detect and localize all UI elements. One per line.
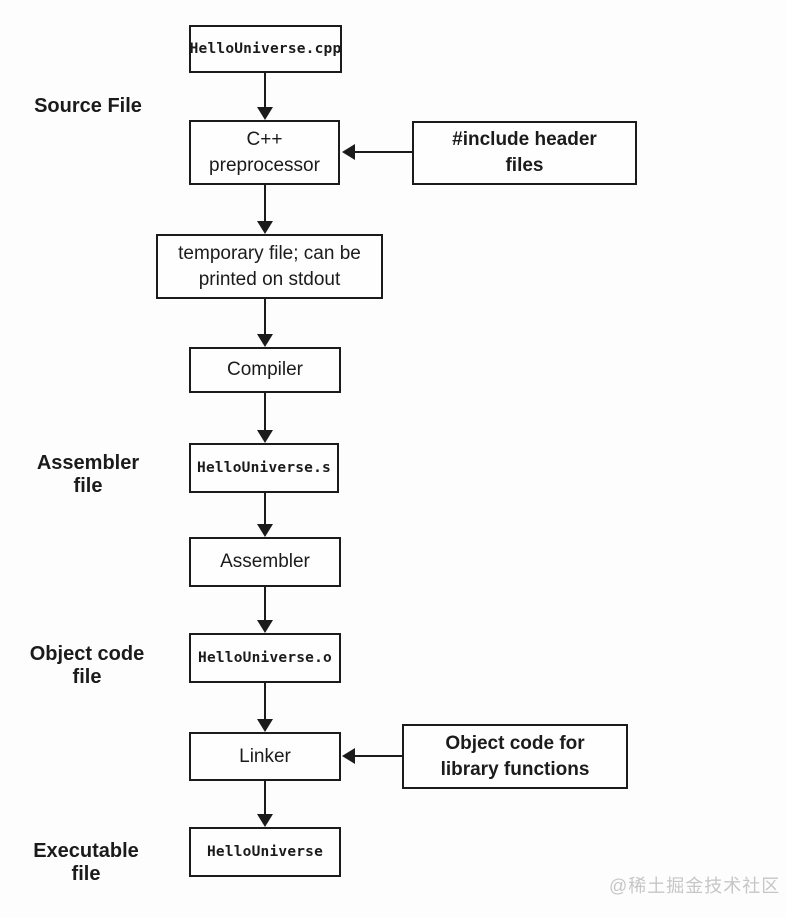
label-assembler-file: Assembler file: [36, 452, 140, 497]
arrow-down-icon: [257, 524, 273, 537]
arrow-libobjects-to-linker: [342, 748, 402, 764]
arrow-down-icon: [257, 430, 273, 443]
arrow-down-icon: [257, 334, 273, 347]
arrow-tempfile-to-compiler: [257, 299, 273, 347]
arrow-stem: [264, 587, 266, 622]
arrow-stem: [264, 683, 266, 721]
arrow-objfile-to-linker: [257, 683, 273, 732]
arrow-asmfile-to-assembler: [257, 493, 273, 537]
arrow-down-icon: [257, 221, 273, 234]
node-assembler-file: HelloUniverse.s: [189, 443, 339, 493]
arrow-down-icon: [257, 719, 273, 732]
arrow-linker-to-executable: [257, 781, 273, 827]
arrow-left-icon: [342, 748, 355, 764]
arrow-cpp-to-preprocessor: [257, 73, 273, 120]
arrow-stem: [264, 493, 266, 526]
arrow-down-icon: [257, 814, 273, 827]
node-library-object-code: Object code for library functions: [402, 724, 628, 789]
watermark: @稀土掘金技术社区: [609, 876, 781, 896]
arrow-assembler-to-objfile: [257, 587, 273, 633]
node-compiler: Compiler: [189, 347, 341, 393]
node-preprocessor: C++ preprocessor: [189, 120, 340, 185]
node-temporary-file: temporary file; can be printed on stdout: [156, 234, 383, 299]
arrow-headers-to-preprocessor: [342, 144, 412, 160]
arrow-stem: [264, 781, 266, 816]
node-include-headers: #include header files: [412, 121, 637, 185]
node-executable: HelloUniverse: [189, 827, 341, 877]
node-object-file: HelloUniverse.o: [189, 633, 341, 683]
arrow-stem: [353, 151, 412, 153]
node-cpp-source-file: HelloUniverse.cpp: [189, 25, 342, 73]
arrow-down-icon: [257, 620, 273, 633]
arrow-stem: [353, 755, 402, 757]
arrow-stem: [264, 299, 266, 336]
arrow-left-icon: [342, 144, 355, 160]
arrow-preprocessor-to-tempfile: [257, 185, 273, 234]
arrow-stem: [264, 185, 266, 223]
node-assembler: Assembler: [189, 537, 341, 587]
label-source-file: Source File: [34, 95, 142, 117]
label-object-code-file: Object code file: [29, 643, 145, 688]
node-linker: Linker: [189, 732, 341, 781]
arrow-compiler-to-asmfile: [257, 393, 273, 443]
arrow-down-icon: [257, 107, 273, 120]
label-executable-file: Executable file: [33, 840, 139, 885]
arrow-stem: [264, 393, 266, 432]
arrow-stem: [264, 73, 266, 109]
